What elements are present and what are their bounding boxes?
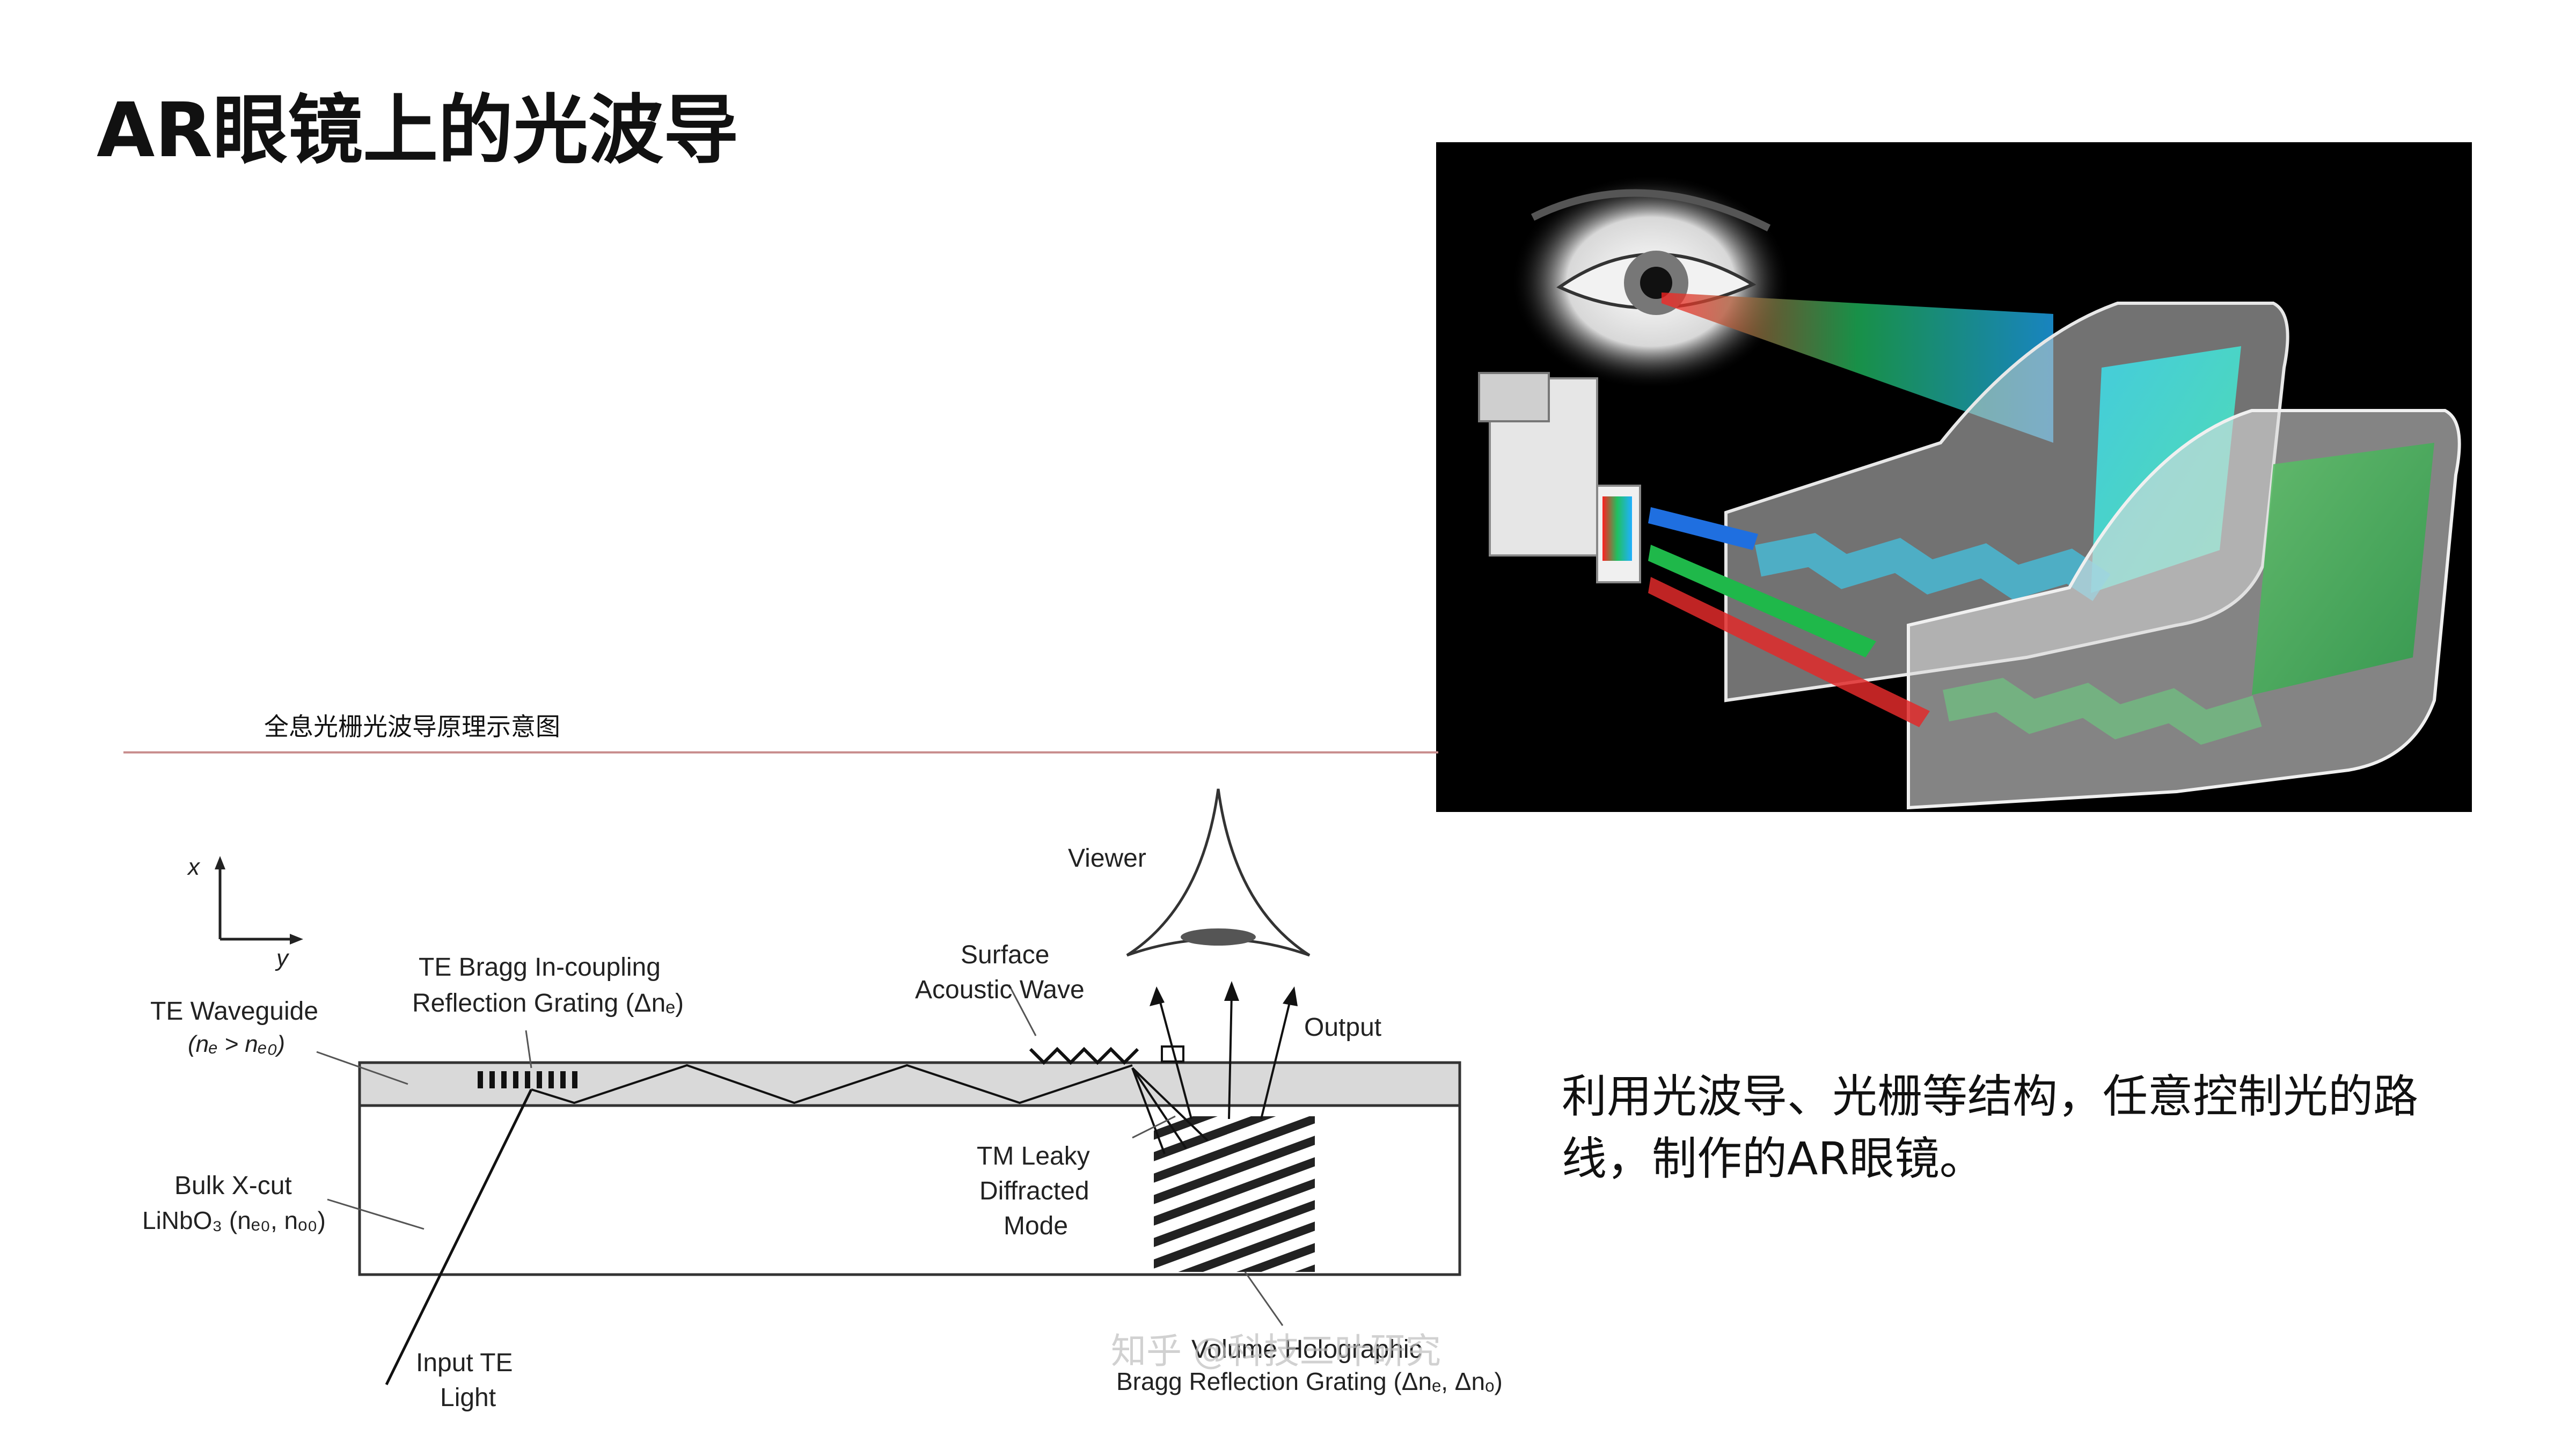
output-arrow-3 xyxy=(1283,986,1298,1006)
label-tm-2: Diffracted xyxy=(979,1177,1089,1205)
leaky-ray-2 xyxy=(1131,1067,1209,1141)
pointer-tm xyxy=(1132,1115,1176,1139)
label-surface-1: Surface xyxy=(961,941,1049,969)
pointer-bulk xyxy=(327,1198,425,1230)
label-bragg-in-2: Reflection Grating (Δnₑ) xyxy=(412,989,684,1018)
slide-title: AR眼镜上的光波导 xyxy=(97,87,739,174)
label-bulk-1: Bulk X-cut xyxy=(174,1172,292,1200)
label-input-1: Input TE xyxy=(416,1349,513,1377)
label-te-waveguide-2: (nₑ > nₑ₀) xyxy=(188,1031,285,1057)
output-ray-3 xyxy=(1260,998,1292,1119)
projector-module xyxy=(1478,372,1641,583)
in-coupling-grating xyxy=(478,1071,577,1088)
ar-glasses-illustration xyxy=(1436,142,2472,812)
pointer-volume xyxy=(1244,1271,1284,1326)
te-waveguide-layer xyxy=(358,1061,1461,1107)
axis-y-label: y xyxy=(275,945,290,971)
blue-beam xyxy=(1648,507,1758,550)
output-arrow-2 xyxy=(1224,981,1239,1001)
label-viewer: Viewer xyxy=(1068,844,1146,873)
viewer-pupil xyxy=(1181,928,1256,946)
pointer-bragg-in xyxy=(525,1030,532,1069)
label-surface-2: Acoustic Wave xyxy=(915,976,1085,1004)
output-ray-2 xyxy=(1228,992,1233,1119)
pupil xyxy=(1640,267,1672,299)
label-input-2: Light xyxy=(440,1384,496,1412)
watermark: 知乎 @科技三叶研究 xyxy=(1111,1330,1441,1372)
front-zigzag xyxy=(1943,678,2262,745)
front-display xyxy=(2252,443,2434,695)
label-te-waveguide-1: TE Waveguide xyxy=(150,997,318,1026)
red-beam xyxy=(1648,577,1930,727)
surface-acoustic-wave xyxy=(1029,1046,1139,1065)
slide-caption: 利用光波导、光栅等结构，任意控制光的路线，制作的AR眼镜。 xyxy=(1562,1070,2419,1185)
axis-x-arrow xyxy=(215,856,225,869)
diagram-heading: 全息光栅光波导原理示意图 xyxy=(264,712,560,741)
label-volume-2: Bragg Reflection Grating (Δnₑ, Δnₒ) xyxy=(1116,1367,1503,1395)
label-bragg-in-1: TE Bragg In-coupling xyxy=(419,953,661,982)
label-bulk-2: LiNbO₃ (nₑ₀, nₒ₀) xyxy=(142,1206,326,1234)
grating-waveguide-diagram: 全息光栅光波导原理示意图 x y xyxy=(123,692,1562,1422)
label-volume-1: Volume Holographic xyxy=(1191,1335,1422,1364)
axis-y-arrow xyxy=(290,934,303,945)
axis-x-label: x xyxy=(187,854,201,880)
eyebrow xyxy=(1531,189,1771,232)
output-arrow-1 xyxy=(1150,986,1165,1006)
pointer-te-waveguide xyxy=(316,1051,408,1085)
pointer-surface xyxy=(1008,984,1037,1036)
input-light-ray xyxy=(385,1088,533,1386)
leaky-ray-3 xyxy=(1131,1067,1166,1154)
back-zigzag xyxy=(1755,533,2111,601)
leaky-ray-1 xyxy=(1131,1067,1187,1150)
label-output: Output xyxy=(1304,1013,1381,1042)
light-cone xyxy=(1662,292,2053,443)
label-tm-1: TM Leaky xyxy=(977,1142,1090,1170)
output-ray-1 xyxy=(1158,998,1192,1119)
label-tm-3: Mode xyxy=(1004,1212,1068,1240)
guided-ray-zigzag xyxy=(531,1064,1133,1104)
green-beam xyxy=(1648,545,1876,657)
